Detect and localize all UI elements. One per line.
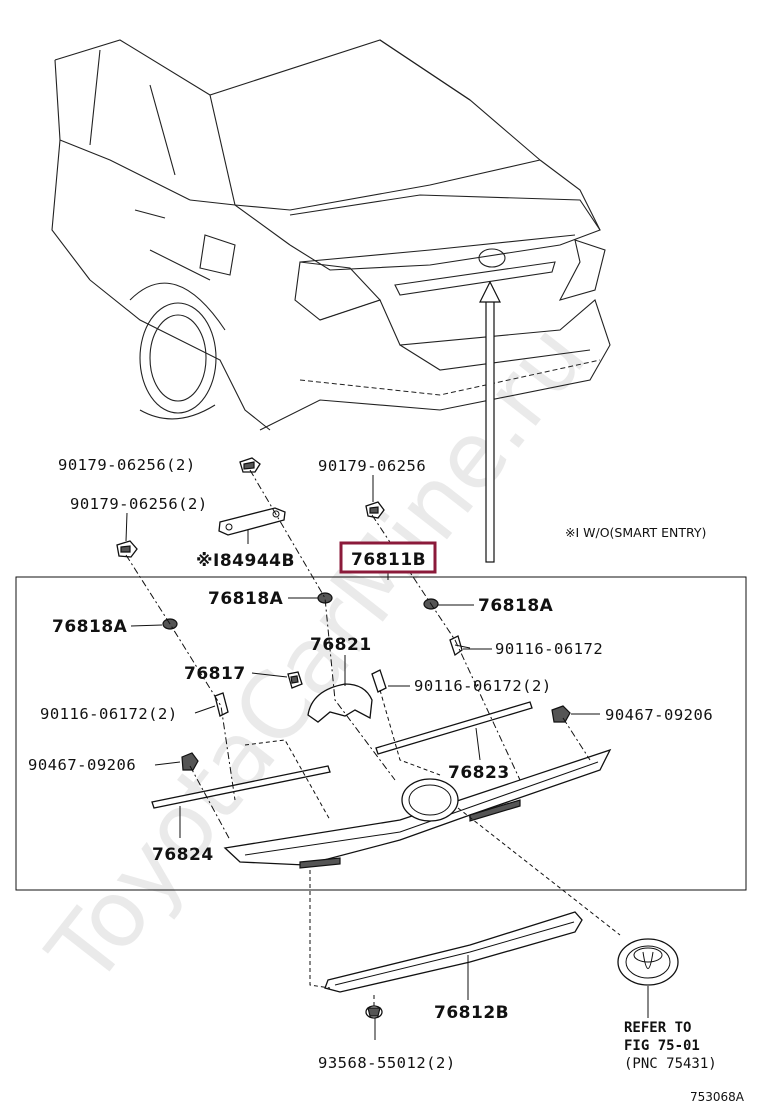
- assembly-guide-lines: [125, 469, 621, 1006]
- bracket-84944b-icon: [218, 507, 286, 536]
- highlight-76811b-box: [339, 541, 437, 574]
- moulding-76824-icon: [151, 765, 331, 809]
- label-84944b: ※I84944B: [196, 551, 295, 571]
- label-90179-06256-2-left: 90179-06256(2): [70, 495, 208, 513]
- label-93568-55012-2: 93568-55012(2): [318, 1054, 456, 1072]
- label-refer-to: REFER TO: [624, 1020, 691, 1036]
- clip-90179-06256-left-icon: [116, 540, 138, 558]
- label-76824: 76824: [152, 845, 214, 865]
- garnish-76811b-icon: [223, 748, 612, 869]
- car-rear-illustration: [51, 39, 611, 431]
- clip-90179-06256-top-icon: [239, 457, 261, 473]
- screw-93568-55012-icon: [365, 1005, 383, 1019]
- label-90179-06256-2-top: 90179-06256(2): [58, 456, 196, 474]
- stud-90116-06172-right-icon: [449, 635, 471, 657]
- assembly-box: [15, 576, 747, 891]
- nut-90467-09206-left-icon: [181, 752, 199, 771]
- garnish-76812b-icon: [324, 911, 583, 993]
- label-76818a-right: 76818A: [478, 596, 554, 616]
- label-76823: 76823: [448, 763, 510, 783]
- clip-76817-icon: [287, 671, 303, 689]
- toyota-emblem-icon: [617, 938, 679, 986]
- label-refer-pnc: (PNC 75431): [624, 1056, 717, 1072]
- label-smart-entry-note: ※I W/O(SMART ENTRY): [565, 525, 706, 540]
- label-90467-09206-right: 90467-09206: [605, 706, 713, 724]
- pad-76821-icon: [307, 683, 373, 723]
- label-76817: 76817: [184, 664, 246, 684]
- nut-90467-09206-right-icon: [551, 705, 571, 723]
- label-90116-06172-2-center: 90116-06172(2): [414, 677, 552, 695]
- stud-90116-06172-center-icon: [371, 669, 387, 693]
- label-76812b: 76812B: [434, 1003, 509, 1023]
- figure-id: 753068A: [690, 1090, 745, 1104]
- label-76818a-left: 76818A: [52, 617, 128, 637]
- label-76821: 76821: [310, 635, 372, 655]
- stud-90116-06172-left-icon: [214, 692, 229, 717]
- label-90467-09206-left: 90467-09206: [28, 756, 136, 774]
- leader-lines: [125, 475, 649, 1040]
- label-90116-06172-right: 90116-06172: [495, 640, 603, 658]
- label-76818a-center: 76818A: [208, 589, 284, 609]
- label-76811b: 76811B: [351, 550, 426, 570]
- moulding-76823-icon: [375, 701, 533, 755]
- clip-90179-06256-right-icon: [365, 501, 385, 519]
- label-90179-06256-top: 90179-06256: [318, 457, 426, 475]
- label-90116-06172-2-left: 90116-06172(2): [40, 705, 178, 723]
- location-arrow: [479, 280, 501, 563]
- label-refer-fig: FIG 75-01: [624, 1038, 700, 1054]
